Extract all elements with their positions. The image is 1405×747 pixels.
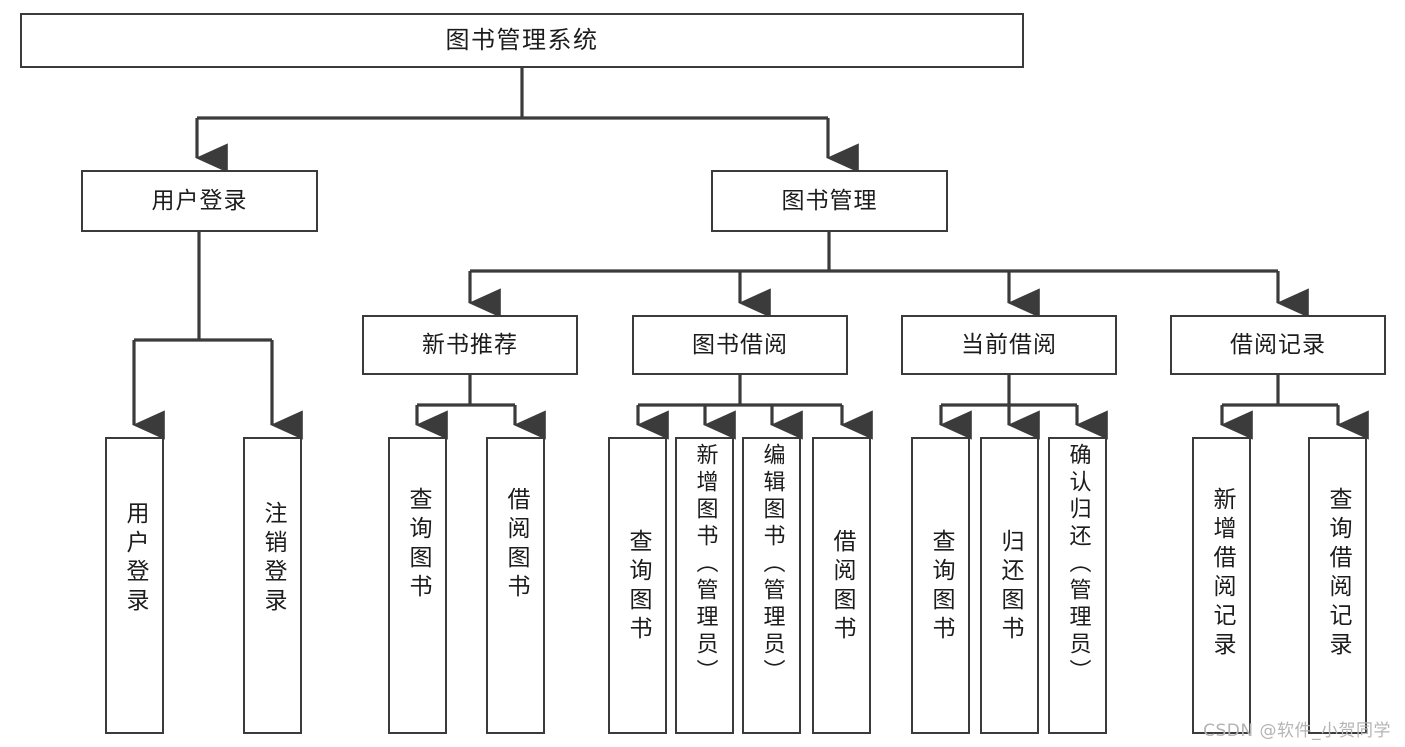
node-label: 编辑图书（管理员）: [759, 443, 785, 686]
node-label: 借阅图书: [829, 529, 855, 645]
node-label: 查询图书: [405, 487, 431, 603]
node-label: 当前借阅: [961, 331, 1057, 358]
node-label: 图书借阅: [692, 331, 788, 358]
node-current-borrow[interactable]: 当前借阅: [901, 315, 1117, 375]
watermark-text: CSDN @软件_小贺同学: [1203, 721, 1391, 741]
node-label: 图书管理系统: [445, 25, 599, 54]
node-label: 查询图书: [928, 529, 954, 645]
node-label: 借阅记录: [1230, 331, 1326, 358]
node-label: 新增借阅记录: [1209, 487, 1235, 661]
node-label: 图书管理: [781, 187, 878, 214]
node-label: 查询借阅记录: [1325, 487, 1351, 661]
leaf-confirm-return-admin[interactable]: 确认归还（管理员）: [1048, 437, 1107, 734]
leaf-return-book[interactable]: 归还图书: [980, 437, 1039, 734]
node-label: 用户登录: [122, 501, 148, 617]
leaf-query-book-recommend[interactable]: 查询图书: [388, 437, 447, 734]
leaf-add-book-admin[interactable]: 新增图书（管理员）: [675, 437, 734, 734]
node-label: 归还图书: [997, 529, 1023, 645]
leaf-logout[interactable]: 注销登录: [243, 437, 302, 734]
node-user-login[interactable]: 用户登录: [81, 170, 318, 232]
node-label: 新书推荐: [422, 331, 518, 358]
leaf-borrow-book[interactable]: 借阅图书: [812, 437, 871, 734]
leaf-user-login[interactable]: 用户登录: [105, 437, 164, 734]
node-label: 查询图书: [625, 529, 651, 645]
node-book-management[interactable]: 图书管理: [711, 170, 948, 232]
node-label: 用户登录: [151, 187, 248, 214]
node-label: 借阅图书: [503, 487, 529, 603]
node-new-book-recommend[interactable]: 新书推荐: [362, 315, 578, 375]
node-label: 确认归还（管理员）: [1065, 443, 1091, 686]
node-label: 新增图书（管理员）: [692, 443, 718, 686]
leaf-borrow-book-recommend[interactable]: 借阅图书: [486, 437, 545, 734]
node-book-borrow[interactable]: 图书借阅: [632, 315, 848, 375]
leaf-query-book-borrow[interactable]: 查询图书: [608, 437, 667, 734]
leaf-add-borrow-record[interactable]: 新增借阅记录: [1192, 437, 1251, 734]
leaf-query-book-current[interactable]: 查询图书: [911, 437, 970, 734]
leaf-query-borrow-record[interactable]: 查询借阅记录: [1308, 437, 1367, 734]
node-label: 注销登录: [260, 501, 286, 617]
node-borrow-record[interactable]: 借阅记录: [1170, 315, 1386, 375]
node-root-system[interactable]: 图书管理系统: [20, 13, 1024, 68]
leaf-edit-book-admin[interactable]: 编辑图书（管理员）: [742, 437, 801, 734]
